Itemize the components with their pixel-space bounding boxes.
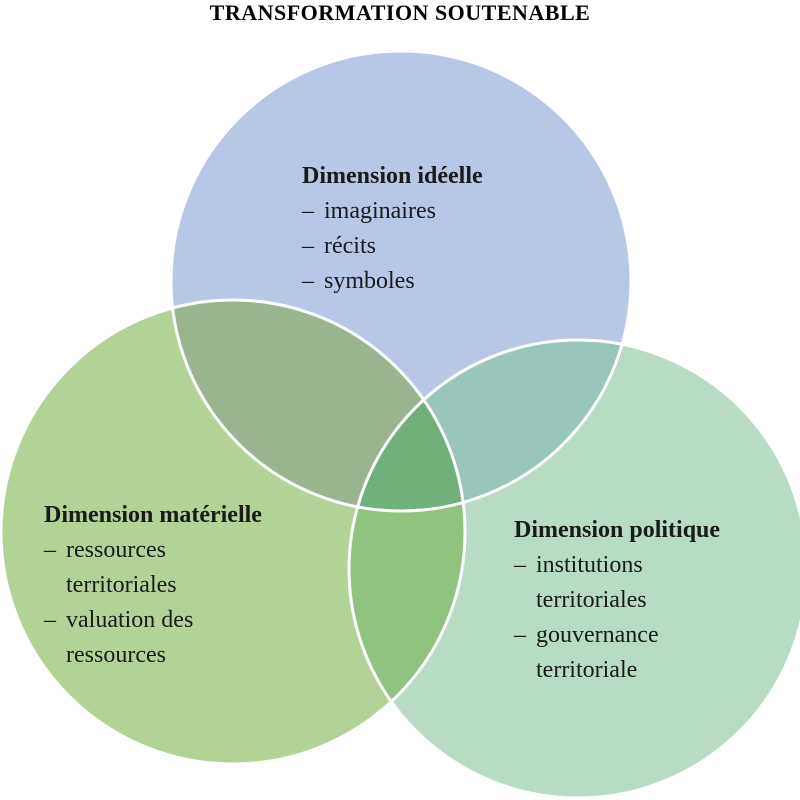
dash-bullet: – <box>302 198 314 224</box>
material-item-text-cont: territoriales <box>66 572 177 598</box>
political-item-text-cont: territoriale <box>536 657 638 683</box>
material-item-text: ressources <box>66 537 166 563</box>
material-item: –valuation des ressources <box>44 603 262 673</box>
ideal-material-overlap <box>171 300 465 511</box>
political-item: –gouvernance territoriale <box>514 618 720 688</box>
dash-bullet: – <box>514 622 526 648</box>
dash-bullet: – <box>302 233 314 259</box>
political-item: –institutions territoriales <box>514 548 720 618</box>
ideal-political-overlap <box>349 340 631 511</box>
diagram-title: TRANSFORMATION SOUTENABLE <box>209 0 591 25</box>
material-item-text: valuation des <box>66 607 194 633</box>
political-item-text: institutions <box>536 552 643 578</box>
ideal-item: –récits <box>302 229 483 264</box>
circle-outlines <box>0 49 800 800</box>
ideal-item: –symboles <box>302 264 483 299</box>
dash-bullet: – <box>44 607 56 633</box>
political-item-text: gouvernance <box>536 622 659 648</box>
political-heading: Dimension politique <box>514 517 721 543</box>
dash-bullet: – <box>514 552 526 578</box>
material-item-text-cont: ressources <box>66 642 166 668</box>
ideal-heading: Dimension idéelle <box>302 163 483 189</box>
material-item: –ressources territoriales <box>44 533 262 603</box>
ideal-item: –imaginaires <box>302 194 483 229</box>
dash-bullet: – <box>302 268 314 294</box>
political-item-text-cont: territoriales <box>536 587 647 613</box>
dash-bullet: – <box>44 537 56 563</box>
ideal-dimension-block: Dimension idéelle –imaginaires –récits –… <box>302 159 483 299</box>
ideal-item-text: imaginaires <box>324 198 436 224</box>
ideal-item-text: symboles <box>324 268 415 294</box>
material-heading: Dimension matérielle <box>44 502 262 528</box>
ideal-item-text: récits <box>324 233 376 259</box>
